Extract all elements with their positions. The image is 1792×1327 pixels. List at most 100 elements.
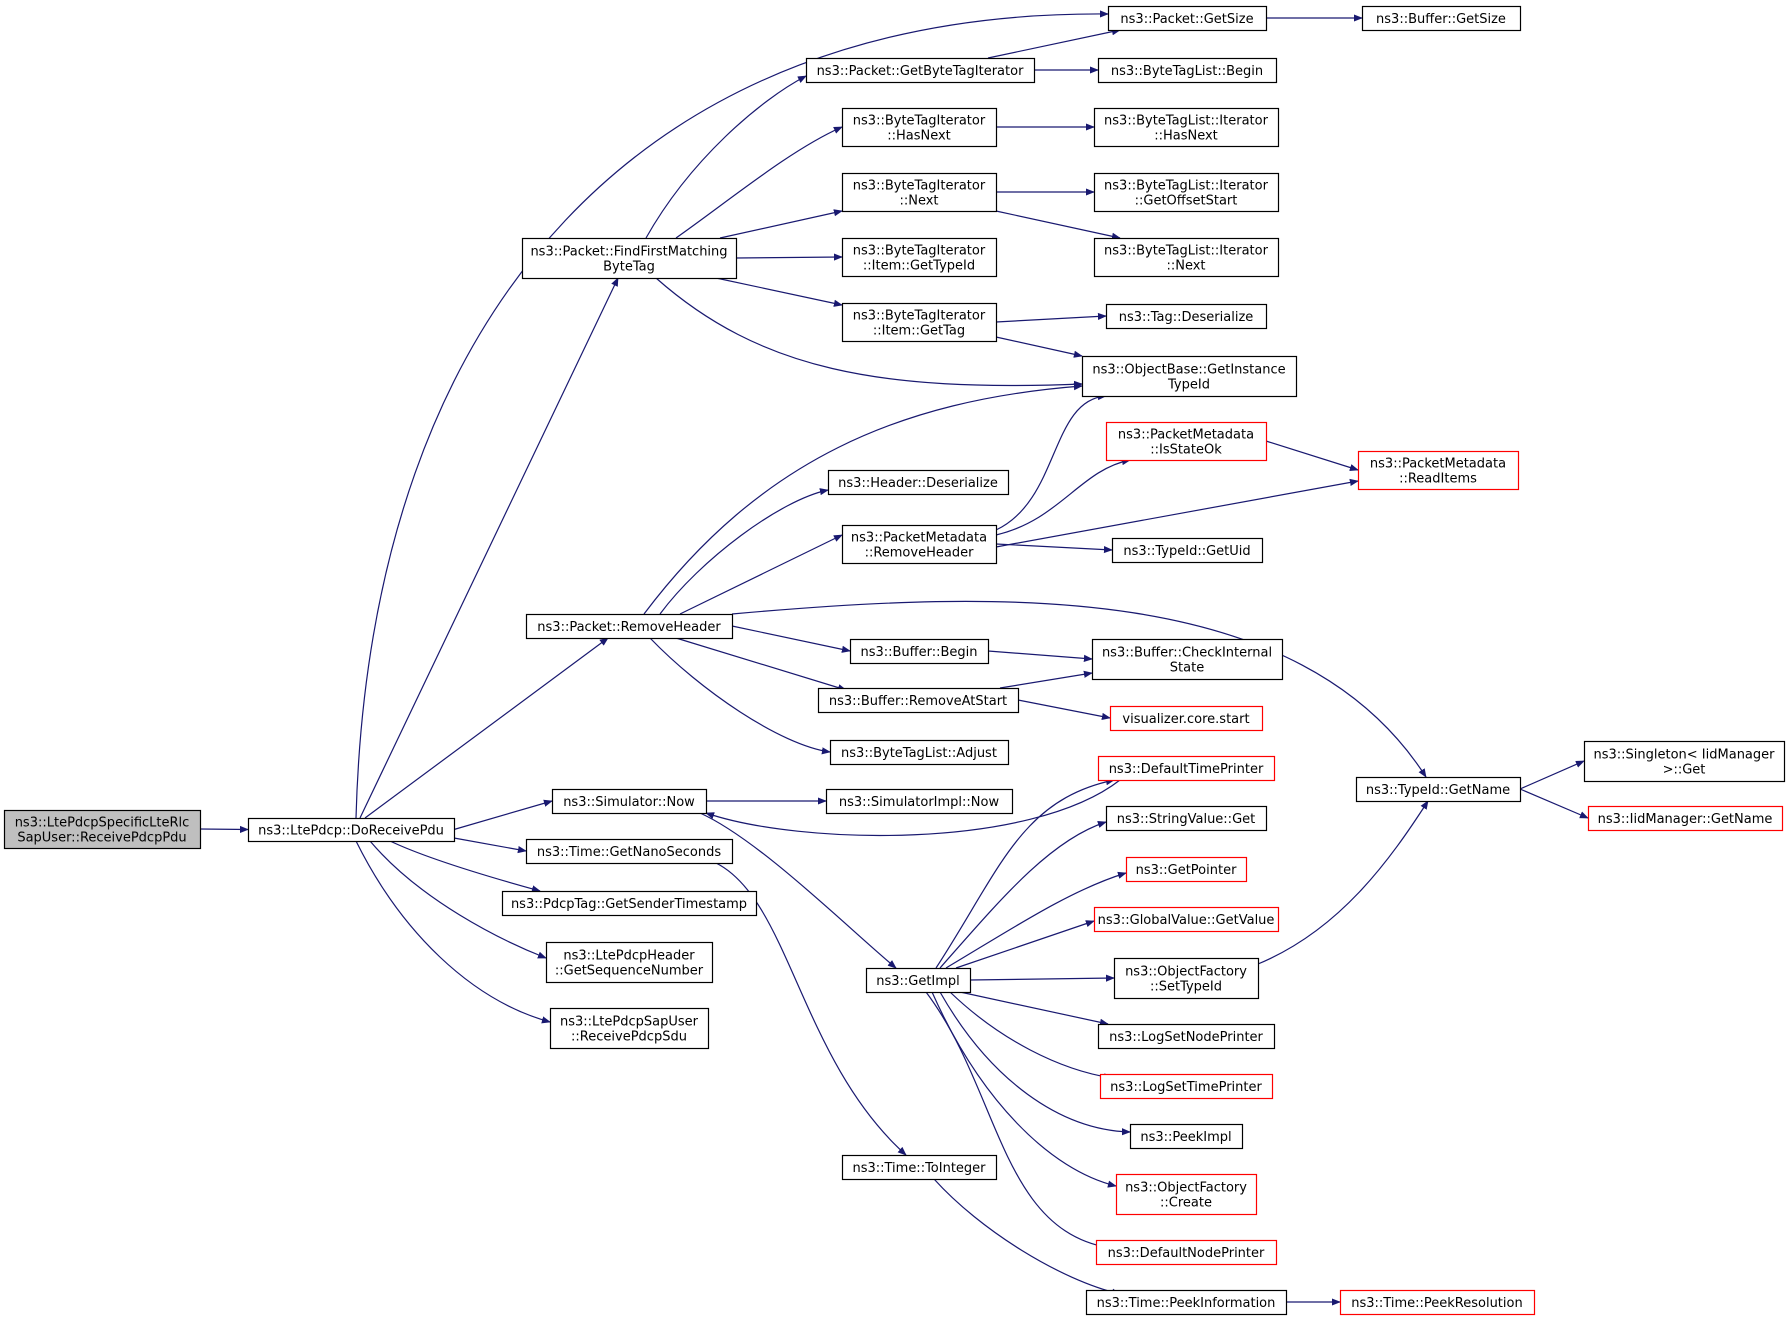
- node-getImpl[interactable]: ns3::GetImpl: [865, 967, 972, 994]
- edge-btiNext-to-btliNext: [995, 210, 1121, 240]
- node-bufferGetSize[interactable]: ns3::Buffer::GetSize: [1361, 5, 1522, 32]
- node-logSetTime[interactable]: ns3::LogSetTimePrinter: [1099, 1073, 1274, 1100]
- edge-pmRemoveHeader-to-typeIdGetUid: [995, 543, 1113, 554]
- node-label: ns3::PacketMetadata: [1118, 428, 1254, 443]
- node-label: ::HasNext: [887, 129, 951, 144]
- node-doReceive[interactable]: ns3::LtePdcp::DoReceivePdu: [247, 817, 456, 843]
- node-vizStart[interactable]: visualizer.core.start: [1109, 705, 1264, 732]
- node-defaultTimePrinter[interactable]: ns3::DefaultTimePrinter: [1097, 755, 1276, 782]
- edge-packetRemoveHeader-to-typeIdGetName: [731, 600, 1427, 778]
- node-objFactoryCreate[interactable]: ns3::ObjectFactory::Create: [1115, 1173, 1258, 1216]
- node-pmReadItems[interactable]: ns3::PacketMetadata::ReadItems: [1357, 450, 1520, 491]
- node-getByteTagIter[interactable]: ns3::Packet::GetByteTagIterator: [805, 57, 1036, 84]
- node-label: ::ReceivePdcpSdu: [571, 1030, 687, 1045]
- node-packetRemoveHeader[interactable]: ns3::Packet::RemoveHeader: [525, 613, 734, 640]
- node-singletonGet[interactable]: ns3::Singleton< IidManager>::Get: [1583, 740, 1786, 783]
- node-box: [1099, 1073, 1274, 1100]
- edge-pmRemoveHeader-to-pmIsStateOk: [995, 458, 1131, 536]
- node-simulatorNow[interactable]: ns3::Simulator::Now: [551, 788, 708, 815]
- node-peekImpl[interactable]: ns3::PeekImpl: [1129, 1123, 1244, 1150]
- edge-typeIdGetName-to-singletonGet: [1519, 760, 1585, 790]
- node-btiItemGetTag[interactable]: ns3::ByteTagIterator::Item::GetTag: [841, 302, 998, 343]
- node-label: ns3::LtePdcpHeader: [563, 949, 695, 964]
- node-label: ns3::ObjectBase::GetInstance: [1092, 363, 1285, 378]
- node-logSetNode[interactable]: ns3::LogSetNodePrinter: [1097, 1023, 1276, 1050]
- node-box: [1105, 303, 1268, 330]
- node-lteSapReceiveSdu[interactable]: ns3::LtePdcpSapUser::ReceivePdcpSdu: [549, 1007, 710, 1050]
- node-label: ::SetTypeId: [1150, 980, 1222, 995]
- node-pmIsStateOk[interactable]: ns3::PacketMetadata::IsStateOk: [1105, 421, 1268, 462]
- node-box: [3, 809, 202, 850]
- edge-findFirst-to-objBaseTypeId: [655, 277, 1083, 388]
- node-label: ns3::ByteTagList::Begin: [1111, 64, 1263, 79]
- node-btiItemTypeId[interactable]: ns3::ByteTagIterator::Item::GetTypeId: [841, 237, 998, 278]
- node-pmRemoveHeader[interactable]: ns3::PacketMetadata::RemoveHeader: [841, 524, 998, 565]
- node-label: ByteTag: [603, 260, 655, 275]
- node-headerDeserialize[interactable]: ns3::Header::Deserialize: [827, 469, 1010, 496]
- node-label: ns3::PdcpTag::GetSenderTimestamp: [511, 897, 747, 912]
- node-btlBegin[interactable]: ns3::ByteTagList::Begin: [1097, 57, 1278, 84]
- node-label: State: [1170, 661, 1204, 676]
- node-box: [805, 57, 1036, 84]
- node-typeIdGetName[interactable]: ns3::TypeId::GetName: [1355, 776, 1522, 803]
- edge-findFirst-to-btiNext: [719, 209, 843, 239]
- edge-findFirst-to-btiItemTypeId: [735, 253, 843, 261]
- node-pdcpTagTs[interactable]: ns3::PdcpTag::GetSenderTimestamp: [501, 890, 758, 917]
- node-btliOffset[interactable]: ns3::ByteTagList::Iterator::GetOffsetSta…: [1093, 172, 1280, 213]
- node-box: [1113, 957, 1260, 1000]
- node-timeToInteger[interactable]: ns3::Time::ToInteger: [841, 1154, 998, 1181]
- node-stringValueGet[interactable]: ns3::StringValue::Get: [1105, 805, 1268, 832]
- node-box: [545, 941, 714, 984]
- node-timePeekInfo[interactable]: ns3::Time::PeekInformation: [1085, 1289, 1288, 1316]
- edge-timeToInteger-to-timePeekInfo: [933, 1178, 1121, 1296]
- edge-doReceive-to-timeNano: [453, 837, 527, 854]
- node-typeIdGetUid[interactable]: ns3::TypeId::GetUid: [1111, 537, 1264, 564]
- edge-root-to-doReceive: [199, 825, 249, 834]
- edge-doReceive-to-simulatorNow: [453, 799, 553, 831]
- edge-packetRemoveHeader-to-headerDeserialize: [659, 488, 829, 615]
- node-btliNext[interactable]: ns3::ByteTagList::Iterator::Next: [1093, 237, 1280, 278]
- node-btiHasNext[interactable]: ns3::ByteTagIterator::HasNext: [841, 107, 998, 148]
- node-label: ns3::DefaultNodePrinter: [1108, 1246, 1265, 1261]
- node-defaultNodePrinter[interactable]: ns3::DefaultNodePrinter: [1095, 1239, 1278, 1266]
- node-label: ns3::GetImpl: [876, 974, 960, 989]
- edge-doReceive-to-lteSapReceiveSdu: [355, 840, 551, 1024]
- node-label: ns3::Buffer::RemoveAtStart: [829, 694, 1007, 709]
- node-globalGetValue[interactable]: ns3::GlobalValue::GetValue: [1093, 906, 1280, 933]
- node-label: ::GetSequenceNumber: [555, 964, 704, 979]
- node-tagDeserialize[interactable]: ns3::Tag::Deserialize: [1105, 303, 1268, 330]
- node-packetGetSize[interactable]: ns3::Packet::GetSize: [1107, 5, 1268, 32]
- node-root[interactable]: ns3::LtePdcpSpecificLteRlcSapUser::Recei…: [3, 809, 202, 850]
- node-bufferBegin[interactable]: ns3::Buffer::Begin: [849, 638, 990, 665]
- node-label: ns3::ByteTagIterator: [853, 244, 986, 259]
- node-label: ns3::Buffer::GetSize: [1376, 12, 1506, 27]
- node-label: ns3::ByteTagList::Iterator: [1104, 244, 1269, 259]
- node-ltePdcpHeaderSeq[interactable]: ns3::LtePdcpHeader::GetSequenceNumber: [545, 941, 714, 984]
- node-bufferRemoveAtStart[interactable]: ns3::Buffer::RemoveAtStart: [817, 687, 1020, 714]
- node-box: [1095, 1239, 1278, 1266]
- node-label: ns3::ObjectFactory: [1125, 965, 1247, 980]
- node-iidGetName[interactable]: ns3::IidManager::GetName: [1587, 805, 1784, 832]
- node-getPointer[interactable]: ns3::GetPointer: [1125, 856, 1248, 883]
- edge-doReceive-to-packetRemoveHeader: [364, 637, 609, 819]
- edge-packetRemoveHeader-to-bufferRemoveAtStart: [675, 637, 847, 692]
- node-box: [1093, 172, 1280, 213]
- node-label: ns3::ByteTagList::Iterator: [1104, 114, 1269, 129]
- node-simImplNow[interactable]: ns3::SimulatorImpl::Now: [825, 788, 1014, 815]
- node-label: ::ReadItems: [1399, 472, 1477, 487]
- node-timeNano[interactable]: ns3::Time::GetNanoSeconds: [525, 838, 734, 865]
- node-label: ::GetOffsetStart: [1135, 194, 1238, 209]
- node-label: ns3::GetPointer: [1136, 863, 1237, 878]
- node-timePeekRes[interactable]: ns3::Time::PeekResolution: [1339, 1289, 1536, 1316]
- node-btliHasNext[interactable]: ns3::ByteTagList::Iterator::HasNext: [1093, 107, 1280, 148]
- node-box: [1115, 1173, 1258, 1216]
- node-btiNext[interactable]: ns3::ByteTagIterator::Next: [841, 172, 998, 213]
- node-box: [1085, 1289, 1288, 1316]
- node-objFactorySetType[interactable]: ns3::ObjectFactory::SetTypeId: [1113, 957, 1260, 1000]
- node-btlAdjust[interactable]: ns3::ByteTagList::Adjust: [829, 739, 1010, 766]
- edge-defaultTimePrinter-to-simulatorNow: [705, 779, 1121, 837]
